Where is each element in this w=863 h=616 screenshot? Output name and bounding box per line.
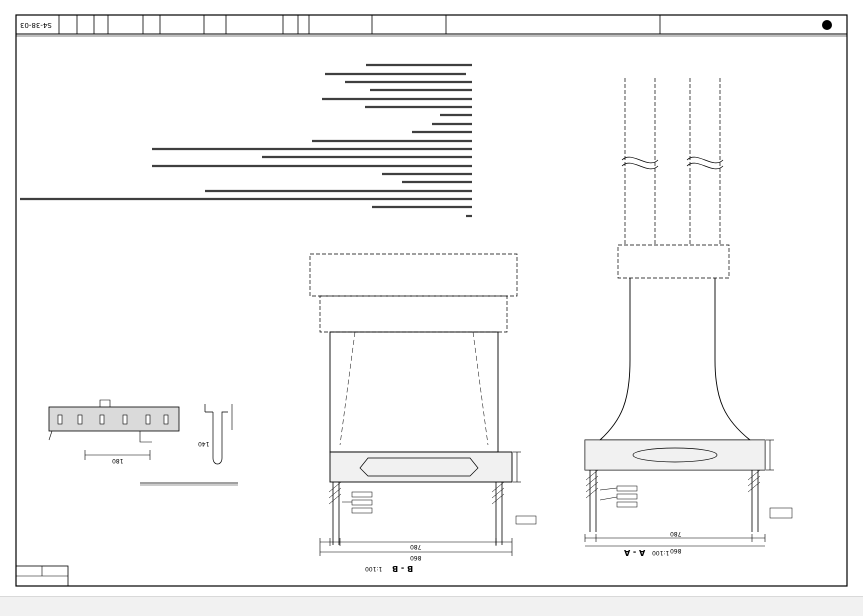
horizontal-scrollbar[interactable] bbox=[0, 596, 863, 616]
pier-a-drawing bbox=[584, 78, 793, 547]
dim-b-total: 860 bbox=[410, 554, 422, 561]
dim-a-main: 780 bbox=[670, 530, 682, 537]
dim-left-mid: 140 bbox=[198, 440, 210, 447]
sheet-border bbox=[15, 14, 848, 587]
section-a-scale: 1:100 bbox=[652, 549, 670, 556]
side-view-drawing bbox=[48, 399, 238, 486]
section-b-label: B - B bbox=[392, 564, 414, 573]
dim-b-main: 780 bbox=[410, 543, 422, 550]
dim-a-total: 860 bbox=[670, 547, 682, 554]
dim-left-small: 180 bbox=[112, 457, 124, 464]
section-a-label: A - A bbox=[624, 548, 646, 557]
sheet-code: S4-38-03 bbox=[20, 21, 52, 29]
blueprint-svg bbox=[15, 14, 848, 587]
title-block-dividers bbox=[58, 15, 661, 34]
notes-lines bbox=[20, 63, 472, 218]
company-logo bbox=[822, 20, 832, 30]
pier-b-drawing bbox=[309, 253, 537, 556]
section-b-scale: 1:100 bbox=[365, 565, 383, 572]
